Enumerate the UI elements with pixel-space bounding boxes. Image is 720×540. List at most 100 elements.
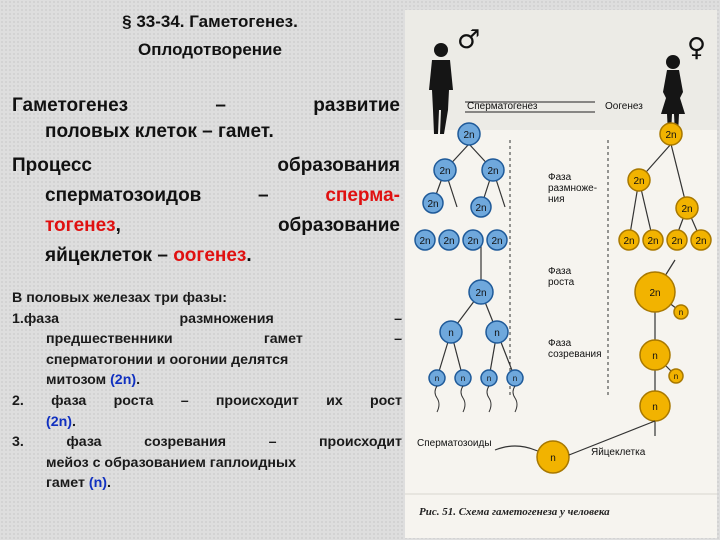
male-cell-gen4: 2n (462, 229, 484, 251)
spermatid: n (506, 369, 524, 387)
sperm-label: Сперматозоиды (417, 438, 492, 449)
male-cell-gen3: 2n (422, 192, 444, 214)
spermatogenesis-term-part1: сперма- (325, 185, 400, 206)
oogenesis-label: Оогенез (605, 101, 643, 112)
svg-text:2n: 2n (419, 236, 430, 247)
svg-text:2n: 2n (475, 203, 486, 214)
male-cell-gen4: 2n (486, 229, 508, 251)
svg-text:n: n (679, 308, 683, 317)
svg-text:2n: 2n (475, 288, 486, 299)
egg-connector (568, 420, 656, 456)
phase-1-line-4: митозом (2n). (46, 372, 141, 389)
oogenesis-term: оогенез (173, 245, 247, 266)
svg-text:2n: 2n (649, 288, 660, 299)
intro-word: развитие (313, 95, 400, 116)
svg-text:2n: 2n (681, 204, 692, 215)
intro-word: сперматозоидов (45, 185, 202, 206)
male-symbol: ♂ (457, 25, 480, 55)
svg-text:2n: 2n (491, 236, 502, 247)
svg-text:2n: 2n (427, 199, 438, 210)
male-cell-gen3: 2n (470, 196, 492, 218)
svg-text:2n: 2n (671, 236, 682, 247)
intro-word: Процесс (12, 155, 92, 176)
phase-mat-label-1: Фаза (548, 338, 572, 349)
intro-punct: , (115, 215, 121, 236)
svg-text:n: n (513, 374, 517, 383)
figure-svg: ♂ ♀ Сперматогенез Оогенез Фаза (405, 10, 717, 538)
male-spermatogonium: 2n (457, 122, 481, 146)
female-polar-body: n (668, 368, 684, 384)
intro-word: образование (277, 215, 400, 236)
phase-3-line-3: гамет (n). (46, 475, 111, 492)
intro-word: Гаметогенез (12, 95, 129, 116)
svg-text:n: n (461, 374, 465, 383)
svg-text:n: n (674, 372, 678, 381)
svg-text:2n: 2n (439, 166, 450, 177)
phase-mult-label-2: размноже- (548, 183, 597, 194)
title-line-2: Оплодотворение (138, 40, 282, 59)
female-cells: 2n 2n 2n 2n 2n 2n 2n 2n n n n n n (536, 122, 712, 474)
male-cell-gen2: 2n (481, 158, 505, 182)
spermatogenesis-label: Сперматогенез (467, 101, 538, 112)
egg-cell: n (536, 440, 570, 474)
intro-line-3: Процесс образования (12, 154, 400, 178)
svg-text:n: n (487, 374, 491, 383)
female-symbol: ♀ (687, 33, 706, 63)
phase-mult-label-1: Фаза (548, 172, 572, 183)
svg-text:2n: 2n (695, 236, 706, 247)
spermatid: n (454, 369, 472, 387)
phase-growth-label-1: Фаза (548, 266, 572, 277)
svg-text:n: n (494, 328, 500, 339)
intro-word: образования (277, 155, 400, 176)
female-polar-body: n (673, 304, 689, 320)
spermatogenesis-term-part2: тогенез (45, 215, 116, 236)
female-cell-gen3: 2n (642, 229, 664, 251)
svg-text:n: n (435, 374, 439, 383)
svg-text:n: n (448, 328, 454, 339)
male-spermatocyte: 2n (468, 279, 494, 305)
male-haploid-cell: n (485, 320, 509, 344)
phase-mult-label-3: ния (548, 194, 565, 205)
svg-text:n: n (652, 351, 658, 362)
intro-word: – (215, 95, 226, 116)
phase-3-line-2: мейоз с образованием гаплоидных (46, 454, 296, 471)
male-cell-gen4: 2n (414, 229, 436, 251)
egg-label: Яйцеклетка (591, 447, 646, 458)
male-cell-gen4: 2n (438, 229, 460, 251)
svg-text:2n: 2n (487, 166, 498, 177)
intro-punct: . (246, 245, 252, 266)
phase-mat-label-2: созревания (548, 349, 602, 360)
female-cell-gen3: 2n (690, 229, 712, 251)
intro-word: – (258, 185, 269, 206)
male-haploid-cell: n (439, 320, 463, 344)
title-line-1: § 33-34. Гаметогенез. (122, 12, 298, 31)
male-silhouette-icon (429, 43, 453, 134)
female-cell-gen3: 2n (618, 229, 640, 251)
female-oogonium: 2n (659, 122, 683, 146)
female-cell-gen2: 2n (675, 196, 699, 220)
svg-text:n: n (550, 453, 556, 464)
intro-word: яйцеклеток – (45, 245, 174, 266)
svg-text:2n: 2n (463, 130, 474, 141)
spermatid: n (480, 369, 498, 387)
svg-text:2n: 2n (647, 236, 658, 247)
phase-1-line-3: сперматогонии и оогонии делятся (46, 351, 289, 368)
intro-line-5: тогенез, образование (45, 214, 400, 238)
intro-line-2: половых клеток – гамет. (45, 121, 274, 142)
female-oocyte-secondary: n (639, 339, 671, 371)
intro-line-6: яйцеклеток – оогенез. (45, 244, 400, 268)
svg-text:2n: 2n (467, 236, 478, 247)
phases-header: В половых железах три фазы: (12, 290, 227, 306)
spermatid: n (428, 369, 446, 387)
intro-line-1: Гаметогенез – развитие (12, 94, 400, 118)
female-cell-gen3: 2n (666, 229, 688, 251)
phase-growth-label-2: роста (548, 277, 575, 288)
female-cell-gen2: 2n (627, 168, 651, 192)
intro-line-4: сперматозоидов – сперма- (45, 184, 400, 208)
svg-text:2n: 2n (443, 236, 454, 247)
